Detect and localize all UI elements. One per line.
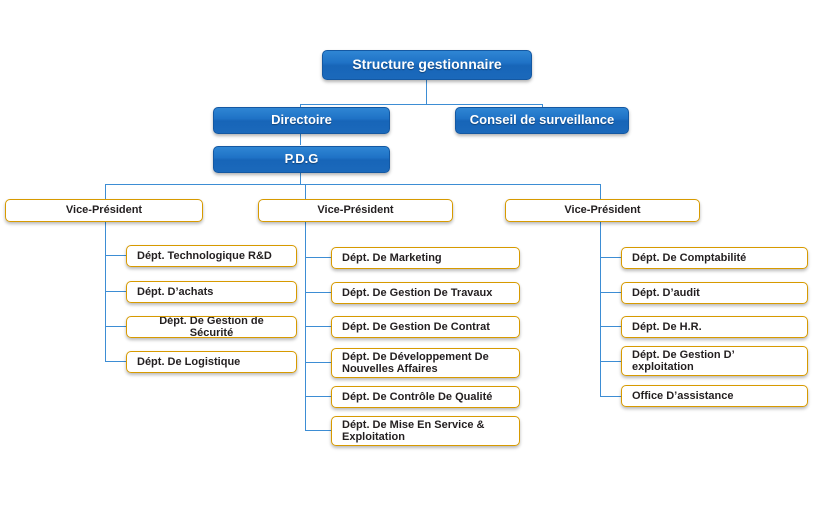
- connector-rib-3-1: [600, 257, 621, 258]
- connector-to-vp-1: [105, 184, 106, 199]
- node-dept-col3-5[interactable]: Office D’assistance: [621, 385, 808, 407]
- connector-rib-3-2: [600, 292, 621, 293]
- connector-vp-bus: [105, 184, 601, 185]
- connector-rib-3-5: [600, 396, 621, 397]
- node-structure-gestionnaire[interactable]: Structure gestionnaire: [322, 50, 532, 80]
- node-dept-col3-1[interactable]: Dépt. De Comptabilité: [621, 247, 808, 269]
- connector-rib-2-2: [305, 292, 331, 293]
- node-label: Dépt. D’audit: [632, 286, 700, 299]
- connector-rib-1-4: [105, 361, 126, 362]
- connector-rib-2-6: [305, 430, 331, 431]
- connector-to-conseil: [542, 104, 543, 109]
- node-label: Dépt. D’achats: [137, 285, 214, 298]
- connector-rib-3-4: [600, 361, 621, 362]
- node-label: Dépt. De Contrôle De Qualité: [342, 390, 493, 403]
- node-dept-col2-6[interactable]: Dépt. De Mise En Service & Exploitation: [331, 416, 520, 446]
- node-dept-col2-5[interactable]: Dépt. De Contrôle De Qualité: [331, 386, 520, 408]
- node-label: Vice-Président: [65, 204, 143, 217]
- connector-spine-col-3: [600, 222, 601, 397]
- connector-rib-2-1: [305, 257, 331, 258]
- node-label: Structure gestionnaire: [352, 56, 502, 73]
- node-label: Vice-Président: [564, 204, 641, 217]
- node-label: Dépt. De Comptabilité: [632, 251, 747, 264]
- connector-to-vp-3: [600, 184, 601, 199]
- connector-rib-1-1: [105, 255, 126, 256]
- connector-rib-2-3: [305, 326, 331, 327]
- connector-spine-col-1: [105, 222, 106, 362]
- node-dept-col1-2[interactable]: Dépt. D’achats: [126, 281, 297, 303]
- connector-pdg-stem: [300, 173, 301, 184]
- connector-rib-3-3: [600, 326, 621, 327]
- connector-to-vp-2: [305, 184, 306, 199]
- node-label: Dépt. De Logistique: [137, 355, 241, 368]
- node-label: Dépt. De Gestion De Contrat: [342, 320, 490, 333]
- connector-directoire-pdg: [300, 133, 301, 145]
- node-dept-col3-4[interactable]: Dépt. De Gestion D’ exploitation: [621, 346, 808, 376]
- node-pdg[interactable]: P.D.G: [213, 146, 390, 173]
- connector-rib-2-5: [305, 396, 331, 397]
- node-label: Conseil de surveillance: [469, 112, 615, 128]
- node-dept-col1-3[interactable]: Dépt. De Gestion de Sécurité: [126, 316, 297, 338]
- node-label: Vice-Président: [317, 204, 394, 217]
- node-dept-col2-3[interactable]: Dépt. De Gestion De Contrat: [331, 316, 520, 338]
- node-label: Dépt. De Développement De Nouvelles Affa…: [342, 350, 489, 375]
- node-label: Dépt. Technologique R&D: [137, 249, 272, 262]
- node-label: Directoire: [271, 112, 332, 128]
- node-dept-col3-2[interactable]: Dépt. D’audit: [621, 282, 808, 304]
- node-dept-col1-1[interactable]: Dépt. Technologique R&D: [126, 245, 297, 267]
- node-dept-col2-2[interactable]: Dépt. De Gestion De Travaux: [331, 282, 520, 304]
- node-dept-col2-4[interactable]: Dépt. De Développement De Nouvelles Affa…: [331, 348, 520, 378]
- node-directoire[interactable]: Directoire: [213, 107, 390, 134]
- node-label: Dépt. De Gestion de Sécurité: [159, 316, 264, 338]
- node-label: Dépt. De Mise En Service & Exploitation: [342, 418, 485, 443]
- connector-to-directoire: [300, 104, 301, 109]
- connector-root-bus: [300, 104, 543, 105]
- node-label: Dépt. De Gestion De Travaux: [342, 286, 493, 299]
- node-vice-president-2[interactable]: Vice-Président: [258, 199, 453, 222]
- node-dept-col2-1[interactable]: Dépt. De Marketing: [331, 247, 520, 269]
- connector-rib-1-3: [105, 326, 126, 327]
- connector-rib-1-2: [105, 291, 126, 292]
- node-label: Dépt. De H.R.: [632, 320, 702, 333]
- node-vice-president-3[interactable]: Vice-Président: [505, 199, 700, 222]
- node-conseil-de-surveillance[interactable]: Conseil de surveillance: [455, 107, 629, 134]
- node-label: Office D’assistance: [632, 389, 734, 402]
- node-dept-col1-4[interactable]: Dépt. De Logistique: [126, 351, 297, 373]
- connector-rib-2-4: [305, 362, 331, 363]
- node-label: Dépt. De Marketing: [342, 251, 442, 264]
- node-dept-col3-3[interactable]: Dépt. De H.R.: [621, 316, 808, 338]
- node-label: Dépt. De Gestion D’ exploitation: [632, 348, 735, 373]
- node-vice-president-1[interactable]: Vice-Président: [5, 199, 203, 222]
- connector-root-stem: [426, 79, 427, 105]
- node-label: P.D.G: [284, 151, 319, 167]
